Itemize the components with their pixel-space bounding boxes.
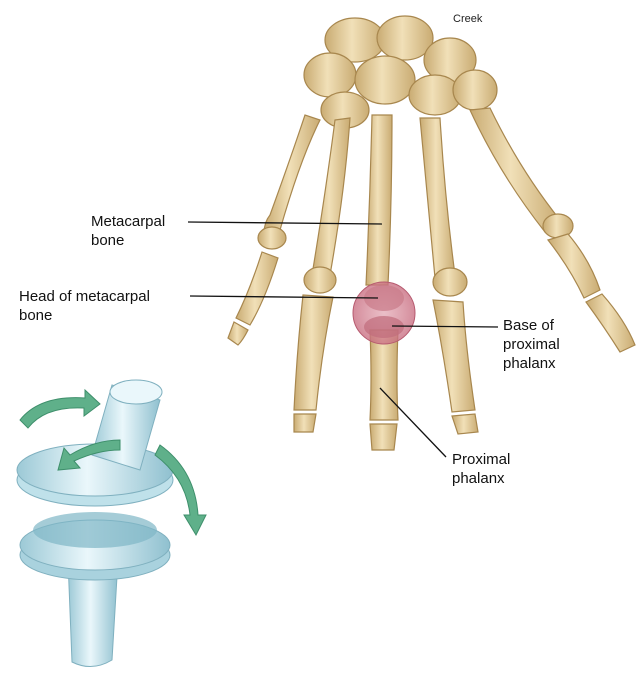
metacarpal-bone-label: Metacarpal bone <box>91 212 165 250</box>
head-of-metacarpal-label: Head of metacarpal bone <box>19 287 150 325</box>
metacarpal-bone-label-line2: bone <box>91 231 165 250</box>
credit-text: Creek <box>453 13 483 25</box>
proximal-phalanx-label-line2: phalanx <box>452 469 510 488</box>
mcp-joint-highlight <box>353 282 415 344</box>
phalanges <box>228 234 635 450</box>
head-of-metacarpal-label-line2: bone <box>19 306 150 325</box>
proximal-phalanx-label: Proximal phalanx <box>452 450 510 488</box>
base-of-proximal-phalanx-label-line1: Base of <box>503 316 560 335</box>
metacarpal-bone-label-line1: Metacarpal <box>91 212 165 231</box>
carpal-bones <box>304 16 497 128</box>
joint-model-illustration <box>17 380 173 667</box>
base-of-proximal-phalanx-label-line2: proximal <box>503 335 560 354</box>
proximal-phalanx-label-line1: Proximal <box>452 450 510 469</box>
base-of-proximal-phalanx-label: Base of proximal phalanx <box>503 316 560 373</box>
metacarpal-bones <box>258 108 573 296</box>
base-of-proximal-phalanx-label-line3: phalanx <box>503 354 560 373</box>
head-of-metacarpal-label-line1: Head of metacarpal <box>19 287 150 306</box>
